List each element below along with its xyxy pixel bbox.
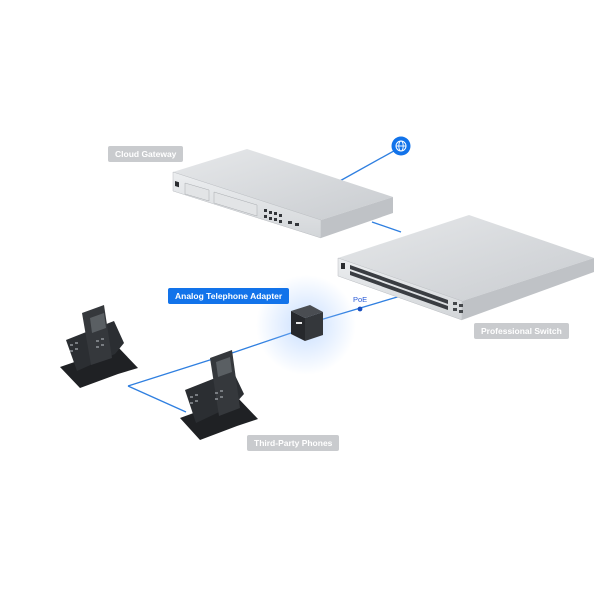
phone-handset-left: [60, 305, 138, 388]
globe-icon: [391, 136, 411, 156]
analog-telephone-adapter-label: Analog Telephone Adapter: [168, 288, 290, 304]
link-gateway-to-switch: [371, 221, 402, 233]
analog-telephone-adapter-device: [291, 305, 323, 341]
gateway-ports: [264, 209, 299, 226]
link-phones-branch: [127, 385, 187, 413]
professional-switch-label: Professional Switch: [474, 323, 569, 339]
professional-switch-device: [337, 215, 594, 321]
cloud-gateway-label: Cloud Gateway: [108, 146, 184, 162]
phone-handset-right: [180, 350, 258, 440]
cloud-gateway-device: [172, 149, 393, 239]
link-gateway-to-internet: [337, 146, 402, 183]
switch-port-rows: [350, 265, 448, 310]
third-party-phones-label: Third-Party Phones: [247, 435, 340, 451]
poe-connector-dot: [357, 306, 363, 312]
poe-label: PoE: [353, 295, 368, 304]
switch-sfp-ports: [453, 302, 463, 313]
